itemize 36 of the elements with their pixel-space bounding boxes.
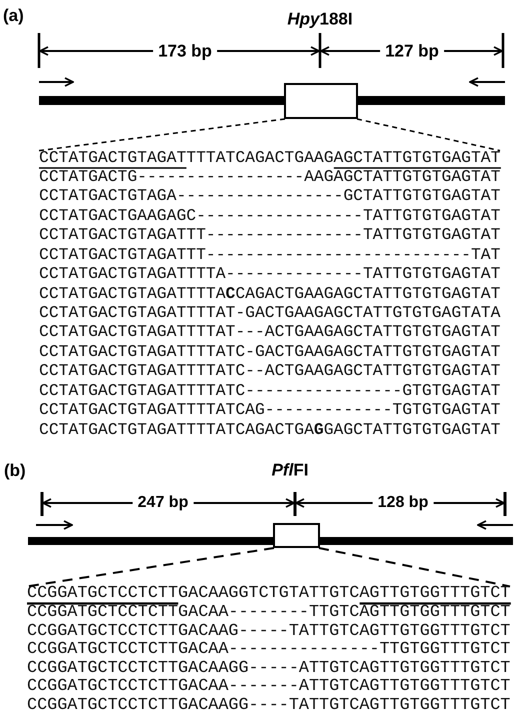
sequence-text: CCTATGACTGTAGATTTTATC--ACTGAAGAGCTATTGTGTGAGTAT [39,364,500,379]
zoom-line [38,118,286,152]
panel-label: (a) [3,6,24,24]
sequence-text: CCTATGACTGAAGAGC-----------------TATTGTGTGAGTAT [39,208,500,224]
sequence-text: CCGGATGCTCCTCTTGACAA-------ATTGTCAGTTGTGGTTTGTCT [27,679,510,694]
sequence-text: CCTATGACTGTAGATTTTAT---ACTGAAGAGCTATTGTGTGAGTAT [39,325,500,340]
panel-label: (b) [4,462,26,478]
zoom-line [356,118,500,152]
sequence-text: CCTATGACTGTAGATTT----------------TATTGTGTGAGTAT [39,228,500,244]
enzyme-name: Hpy188I [287,10,353,28]
sequence-text: CCTATGACTGTAGATTTTATC-GACTGAAGAGCTATTGTGTGAGTAT [39,344,500,360]
zoom-line [318,547,510,588]
sequence-text: CCTATGACTGTAGATTT---------------------------TAT [39,248,500,262]
sequence-text: CCGGATGCTCCTCTTGACAAGG----TATTGTCAGTTGTGGTTTGTCT [27,698,510,714]
sequence-text: CCGGATGCTCCTCTTGACAAG-----TATTGTCAGTTGTGGTTTGTCT [27,624,510,639]
dimension-label: 247 bp [132,495,194,511]
sequence-text: CCGGATGCTCCTCTTGACAAGG-----ATTGTCAGTTGTGGTTTGTCT [27,660,510,676]
sequence-text: CCGGATGCTCCTCTTGACAA---------------TTGTGGTTTGTCT [27,642,510,658]
sequence-text: CCTATGACTGTAGATTTTATCAGACTGAAGAGCTATTGTGTGAGTAT [39,150,500,166]
sequence-text: CCTATGACTGTAGA-----------------GCTATTGTGTGAGTAT [39,189,500,204]
sequence-text: CCTATGACTGTAGATTTTATCAG-------------TGTGTGAGTAT [39,403,500,418]
dimension-label: 127 bp [380,42,444,60]
sequence-text: CCTATGACTGTAGATTTTACCAGACTGAAGAGCTATTGTGTGAGTAT [39,286,500,302]
sequence-text: CCTATGACTGTAGATTTTAT-GACTGAAGAGCTATTGTGTGAGTATA [39,306,500,321]
zoom-line [26,547,274,588]
sequence-text: CCTATGACTGTAGATTTTATCAGACTGAGGAGCTATTGTGTGAGTAT [39,422,500,438]
sequence-text: CCGGATGCTCCTCTTGACAAGGTCTGTATTGTCAGTTGTGGTTTGTCT [27,586,510,602]
enzyme-name: PflFI [272,462,308,478]
target-site-box [284,83,358,119]
dimension-label: 128 bp [372,495,434,511]
sequence-text: CCGGATGCTCCTCTTGACAA--------TTGTCAGTTGTGGTTTGTCT [27,605,510,620]
sequence-text: CCTATGACTGTAGATTTTA--------------TATTGTGTGAGTAT [39,267,500,282]
target-site-box [273,523,320,548]
dimension-label: 173 bp [153,42,217,60]
sequence-text: CCTATGACTG-----------------AAGAGCTATTGTGTGAGTAT [39,170,500,185]
sequence-text: CCTATGACTGTAGATTTTATC----------------GTGTGAGTAT [39,384,500,398]
